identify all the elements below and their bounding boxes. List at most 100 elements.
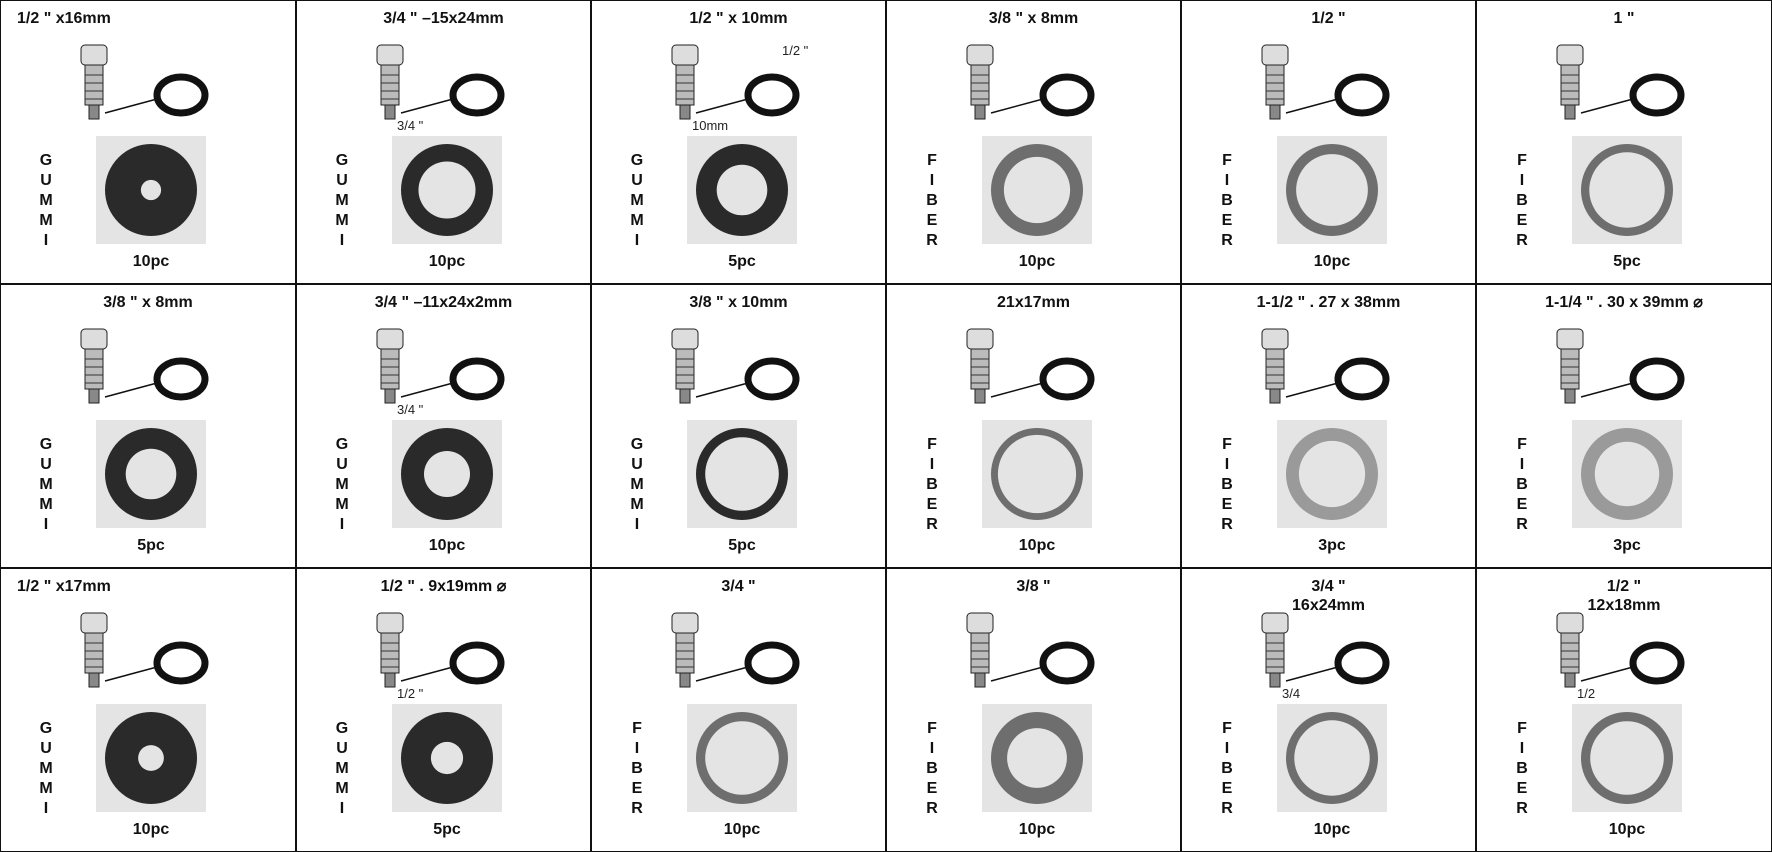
washer-photo — [1572, 704, 1682, 812]
fitting-illustration-icon — [1261, 44, 1390, 120]
washer-cell: 3/8 " FIBER 10pc — [887, 569, 1182, 851]
fitting-illustration-icon: 1/2 — [1556, 612, 1685, 701]
fitting-illustration-icon: 3/4 " — [376, 328, 505, 417]
material-label: FIBER — [1516, 152, 1528, 249]
washer-ring-icon — [991, 712, 1083, 804]
dimension-label: 3/4 " — [397, 118, 424, 133]
washer-ring-icon — [1286, 712, 1378, 804]
fitting-illustration-icon — [966, 44, 1095, 120]
quantity-label: 5pc — [1613, 253, 1641, 270]
washer-photo — [687, 420, 797, 528]
washer-size-title: 3/4 " –15x24mm — [383, 10, 504, 27]
quantity-label: 10pc — [1608, 821, 1646, 838]
washer-photo — [96, 420, 206, 528]
washer-photo — [1277, 420, 1387, 528]
washer-cell: 3/4 " FIBER 10pc — [592, 569, 887, 851]
washer-ring-icon — [1581, 428, 1673, 520]
washer-size-title: 1/2 " — [1311, 10, 1346, 27]
washer-photo — [982, 704, 1092, 812]
washer-size-title: 3/4 " 16x24mm — [1292, 578, 1365, 614]
washer-ring-icon — [105, 144, 197, 236]
material-label: GUMMI — [39, 436, 53, 533]
washer-size-title: 3/8 " x 8mm — [988, 10, 1079, 27]
washer-cell: 1/2 " 12x18mm 1/2 FIBER 10pc — [1477, 569, 1771, 851]
fitting-illustration-icon: 1/2 " — [376, 612, 505, 701]
washer-ring-icon — [401, 712, 493, 804]
washer-cell: 3/4 " –11x24x2mm 3/4 " GUMMI 10pc — [297, 285, 592, 569]
quantity-label: 5pc — [137, 537, 165, 554]
washer-size-title: 1/2 " . 9x19mm ⌀ — [380, 578, 507, 595]
washer-size-title: 3/8 " — [1016, 578, 1051, 595]
washer-size-title: 1/2 " 12x18mm — [1587, 578, 1661, 614]
quantity-label: 10pc — [132, 253, 170, 270]
dimension-label: 1/2 — [1577, 686, 1595, 701]
washer-photo — [392, 136, 502, 244]
washer-size-title: 1-1/4 " . 30 x 39mm ⌀ — [1545, 294, 1703, 311]
washer-cell: 3/4 " –15x24mm 3/4 " GUMMI 10pc — [297, 1, 592, 285]
fitting-illustration-icon — [1556, 44, 1685, 120]
fitting-illustration-icon — [671, 328, 800, 404]
material-label: FIBER — [926, 436, 938, 533]
material-label: FIBER — [926, 720, 938, 817]
quantity-label: 10pc — [428, 537, 466, 554]
washer-ring-icon — [991, 428, 1083, 520]
washer-size-title: 1 " — [1613, 10, 1635, 27]
washer-ring-icon — [696, 144, 788, 236]
dimension-label: 1/2 " — [782, 43, 809, 58]
fitting-illustration-icon: 10mm 1/2 " — [671, 43, 809, 133]
washer-photo — [96, 136, 206, 244]
washer-ring-icon — [696, 428, 788, 520]
washer-photo — [392, 704, 502, 812]
washer-photo — [1277, 704, 1387, 812]
quantity-label: 10pc — [1313, 821, 1351, 838]
washer-photo — [392, 420, 502, 528]
quantity-label: 3pc — [1318, 537, 1346, 554]
quantity-label: 10pc — [1018, 537, 1056, 554]
quantity-label: 10pc — [428, 253, 466, 270]
washer-size-title: 1/2 " x17mm — [17, 578, 111, 595]
material-label: FIBER — [631, 720, 643, 817]
washer-ring-icon — [105, 712, 197, 804]
washer-photo — [687, 136, 797, 244]
washer-ring-icon — [401, 428, 493, 520]
dimension-label: 1/2 " — [397, 686, 424, 701]
washer-photo — [1572, 136, 1682, 244]
fitting-illustration-icon: 3/4 — [1261, 612, 1390, 701]
dimension-label: 3/4 " — [397, 402, 424, 417]
washer-cell: 1-1/2 " . 27 x 38mm FIBER 3pc — [1182, 285, 1477, 569]
material-label: FIBER — [1221, 436, 1233, 533]
washer-photo — [96, 704, 206, 812]
washer-size-title: 3/4 " –11x24x2mm — [374, 294, 513, 311]
washer-cell: 3/4 " 16x24mm 3/4 FIBER 10pc — [1182, 569, 1477, 851]
washer-cell: 21x17mm FIBER 10pc — [887, 285, 1182, 569]
washer-cell: 1/2 " FIBER 10pc — [1182, 1, 1477, 285]
fitting-illustration-icon — [671, 612, 800, 688]
fitting-illustration-icon: 3/4 " — [376, 44, 505, 133]
fitting-illustration-icon — [966, 612, 1095, 688]
material-label: FIBER — [1221, 152, 1233, 249]
material-label: FIBER — [1221, 720, 1233, 817]
washer-photo — [1572, 420, 1682, 528]
material-label: GUMMI — [39, 152, 53, 249]
washer-ring-icon — [991, 144, 1083, 236]
washer-ring-icon — [1286, 428, 1378, 520]
dimension-label: 10mm — [692, 118, 728, 133]
quantity-label: 10pc — [132, 821, 170, 838]
material-label: GUMMI — [630, 436, 644, 533]
fitting-illustration-icon — [966, 328, 1095, 404]
washer-size-title: 1-1/2 " . 27 x 38mm — [1256, 294, 1401, 311]
quantity-label: 10pc — [1018, 253, 1056, 270]
washer-cell: 3/8 " x 10mm GUMMI 5pc — [592, 285, 887, 569]
quantity-label: 10pc — [1018, 821, 1056, 838]
washer-size-title: 3/4 " — [721, 578, 756, 595]
washer-cell: 1/2 " x17mm GUMMI 10pc — [1, 569, 297, 851]
washer-ring-icon — [401, 144, 493, 236]
washer-cell: 3/8 " x 8mm FIBER 10pc — [887, 1, 1182, 285]
washer-size-title: 1/2 " x16mm — [17, 10, 111, 27]
fitting-illustration-icon — [1261, 328, 1390, 404]
fitting-illustration-icon — [80, 612, 209, 688]
washer-ring-icon — [105, 428, 197, 520]
quantity-label: 5pc — [433, 821, 461, 838]
